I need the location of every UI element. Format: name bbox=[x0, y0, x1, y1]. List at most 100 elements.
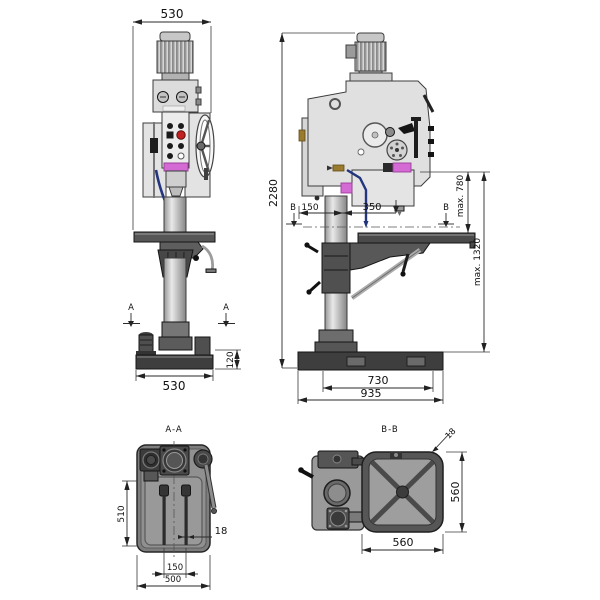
column-upper bbox=[163, 196, 187, 234]
dim-slot-spacing: 150 bbox=[167, 563, 183, 573]
panel-button bbox=[178, 143, 184, 149]
coolant-valve-tip bbox=[327, 165, 333, 171]
clamp-knob bbox=[193, 255, 199, 261]
base-pad bbox=[346, 356, 366, 367]
cover-screw bbox=[314, 195, 320, 201]
section-bb-view: B-B bbox=[298, 425, 467, 554]
chuck-guard-magenta bbox=[163, 162, 189, 172]
panel-switch bbox=[166, 131, 174, 139]
handwheel-spoke bbox=[199, 119, 211, 147]
coolant-pump bbox=[138, 334, 154, 354]
dim-table-depth: 560 bbox=[449, 482, 462, 503]
section-aa-title: A-A bbox=[165, 425, 182, 435]
head-plug bbox=[357, 148, 365, 156]
dim-head-offset: 150 bbox=[301, 203, 318, 213]
panel-button-white bbox=[177, 152, 185, 160]
handwheel-hub bbox=[196, 141, 206, 151]
slot-leader-arrow bbox=[432, 446, 439, 452]
dim-arrow-spindle-axis bbox=[393, 206, 399, 213]
motor-body bbox=[156, 40, 194, 74]
clamp-lever-top bbox=[422, 94, 435, 113]
t-slot-right bbox=[184, 495, 188, 545]
t-slot-left bbox=[162, 495, 166, 545]
motor-cap-side bbox=[356, 32, 385, 43]
coolant-hose-nozzle bbox=[363, 221, 369, 228]
side-view: 2280 B B 150 350 max. 780 ma bbox=[267, 32, 490, 404]
dim-width-bottom: 530 bbox=[163, 379, 186, 393]
chuck-guard-magenta-side bbox=[392, 162, 412, 173]
clamp-lever-side bbox=[307, 244, 319, 254]
dim-column-to-spindle: 350 bbox=[362, 202, 381, 213]
clamp-lever-side-2 bbox=[308, 280, 322, 293]
base-pad bbox=[406, 356, 426, 367]
spindle-nose bbox=[168, 186, 184, 197]
side-knob bbox=[428, 139, 434, 144]
side-knob bbox=[428, 152, 434, 157]
section-a-arrow-left bbox=[128, 321, 134, 327]
aa-illustration bbox=[136, 441, 217, 557]
section-a-letter-left: A bbox=[128, 303, 134, 313]
t-slot-head-right bbox=[181, 484, 191, 497]
dim-spindle-to-table: max. 780 bbox=[456, 174, 466, 217]
head-tab-upper bbox=[195, 86, 202, 94]
motor-cap bbox=[159, 31, 191, 42]
bb-illustration bbox=[298, 450, 444, 533]
oil-sight-glass bbox=[298, 129, 306, 142]
table-arm bbox=[349, 242, 431, 271]
column-foot bbox=[158, 336, 193, 351]
quill-housing-side bbox=[351, 169, 415, 207]
panel-button bbox=[178, 123, 184, 129]
section-b-letter-left: B bbox=[290, 203, 296, 213]
side-machine-illustration bbox=[297, 32, 476, 371]
t-slot-head-left bbox=[159, 484, 169, 497]
table-center-boss bbox=[396, 485, 409, 499]
section-aa-view: A-A bbox=[117, 425, 227, 590]
dim-spindle-to-base: max. 1320 bbox=[473, 238, 483, 287]
motor-junction-box bbox=[345, 44, 357, 59]
side-knob bbox=[428, 126, 434, 131]
tension-knob bbox=[385, 127, 395, 137]
dim-slot-width-aa: 18 bbox=[215, 526, 228, 537]
gear-lever-knob bbox=[398, 123, 415, 134]
quill-housing bbox=[165, 170, 187, 188]
panel-button bbox=[167, 153, 173, 159]
handwheel-grip bbox=[204, 168, 208, 180]
nameplate bbox=[162, 105, 186, 112]
guard-bracket bbox=[383, 163, 393, 172]
depth-stop-block bbox=[150, 138, 158, 153]
control-panel bbox=[161, 111, 190, 169]
base-front bbox=[135, 354, 214, 370]
column-lower bbox=[163, 257, 187, 331]
table-clamp-side bbox=[321, 242, 351, 294]
motor-body-side bbox=[354, 41, 387, 72]
guard-magenta-side bbox=[340, 182, 353, 194]
depth-stop-rod-side bbox=[414, 120, 418, 158]
table-crank bbox=[201, 244, 214, 272]
front-dimensions: 530 A A 120 530 bbox=[123, 7, 241, 393]
coolant-tank-outline bbox=[144, 476, 203, 546]
panel-button bbox=[167, 123, 173, 129]
aa-dimensions: 510 18 150 500 bbox=[117, 480, 228, 590]
dim-slot-width-bb: 18 bbox=[444, 427, 459, 442]
dim-width-top: 530 bbox=[161, 7, 184, 21]
handwheel-spoke bbox=[199, 145, 211, 173]
column-collar bbox=[161, 321, 190, 338]
pump-flange bbox=[136, 351, 156, 355]
lifting-eye-bolt bbox=[329, 98, 341, 110]
section-a-arrow-right bbox=[223, 321, 229, 327]
section-bb-title: B-B bbox=[381, 425, 398, 435]
emergency-stop-button bbox=[176, 130, 186, 140]
dim-total-height: 2280 bbox=[267, 179, 280, 207]
panel-button bbox=[167, 143, 173, 149]
dim-base-height: 120 bbox=[226, 351, 236, 368]
coolant-valve bbox=[332, 164, 345, 172]
drill-tip bbox=[397, 211, 402, 216]
head-tab-lower bbox=[195, 98, 202, 106]
front-view: 530 A A 120 530 bbox=[123, 7, 241, 393]
dim-tank-depth: 510 bbox=[117, 505, 127, 522]
motor-flange bbox=[161, 72, 190, 81]
clamp-lever-bb bbox=[301, 469, 314, 479]
base-block bbox=[194, 336, 211, 356]
